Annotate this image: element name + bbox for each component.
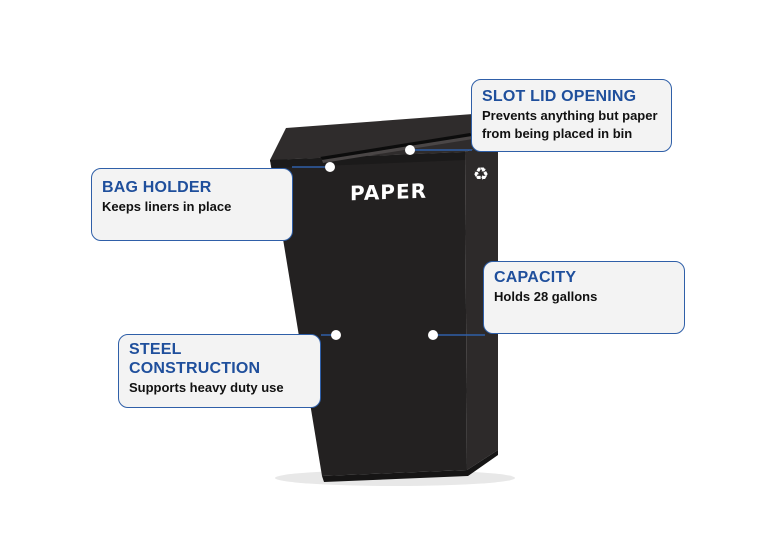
bag-holder-callout: BAG HOLDER Keeps liners in place [91,168,293,241]
steel-marker [331,330,341,340]
recycle-icon: ♻ [473,164,490,184]
bag-holder-desc: Keeps liners in place [102,199,232,214]
slot-lid-title: SLOT LID OPENING [482,88,637,105]
slot-lid-desc-line1: Prevents anything but paper [482,108,658,123]
capacity-callout: CAPACITY Holds 28 gallons [483,261,685,334]
steel-title-line2: CONSTRUCTION [129,360,261,377]
bin-lid [270,112,500,160]
capacity-marker [428,330,438,340]
slot-lid-marker [405,145,415,155]
bag-holder-marker [325,162,335,172]
bin-paper-label: PAPER [350,178,428,206]
steel-desc: Supports heavy duty use [129,380,284,395]
bag-holder-title: BAG HOLDER [102,179,212,196]
bin-right-side [465,140,498,470]
steel-construction-callout: STEEL CONSTRUCTION Supports heavy duty u… [118,334,321,408]
steel-title-line1: STEEL [129,341,182,358]
capacity-desc: Holds 28 gallons [494,289,598,304]
slot-lid-callout: SLOT LID OPENING Prevents anything but p… [471,79,672,152]
capacity-title: CAPACITY [494,269,577,286]
slot-lid-desc-line2: from being placed in bin [482,126,633,141]
lid-slot [320,133,474,161]
